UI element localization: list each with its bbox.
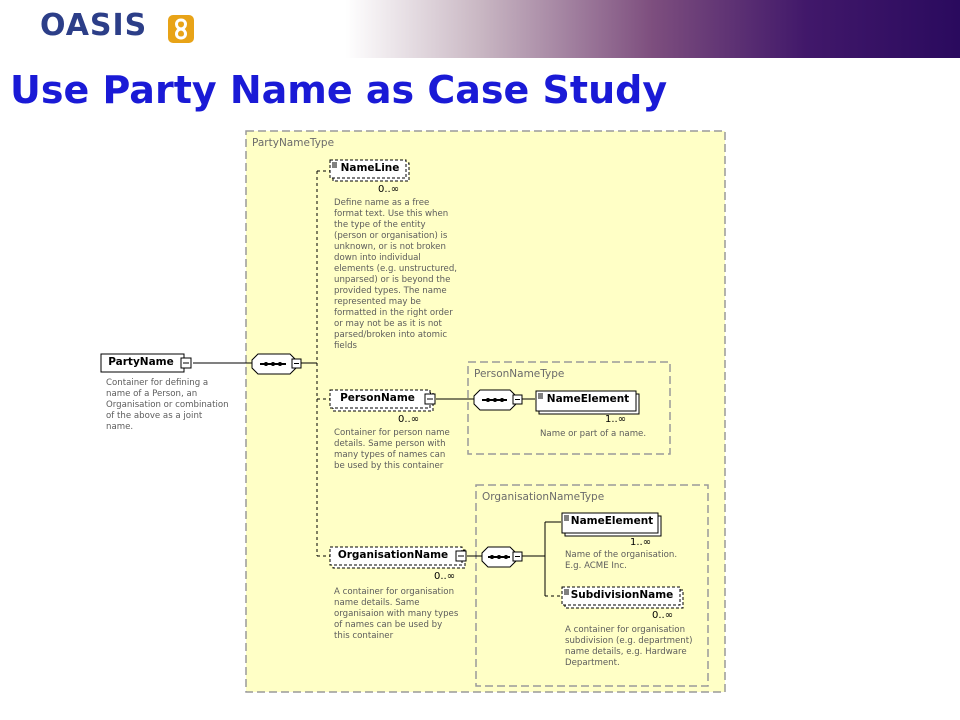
name-line-cardinality: 0..∞: [378, 184, 400, 195]
organisation-name-element-doc: Name of the organisation. E.g. ACME Inc.: [565, 550, 678, 571]
organisation-name-element-label: NameElement: [570, 515, 654, 527]
person-name-element-label: NameElement: [546, 393, 630, 405]
party-name-label: PartyName: [108, 356, 174, 368]
sequence-compositor-icon: [473, 389, 523, 411]
person-name-element-doc: Name or part of a name.: [540, 429, 647, 439]
party-name-element: [100, 353, 192, 373]
oasis-logo-text: OASIS: [40, 8, 148, 43]
party-name-type-label: PartyNameType: [252, 137, 335, 149]
organisation-name-element-child: [561, 512, 662, 537]
organisation-name-element: [329, 546, 467, 569]
header-banner: [0, 0, 960, 58]
organisation-name-label: OrganisationName: [337, 549, 449, 561]
person-name-label: PersonName: [340, 392, 415, 404]
subdivision-name-cardinality: 0..∞: [652, 610, 674, 621]
organisation-name-type-label: OrganisationNameType: [482, 491, 605, 503]
subdivision-name-element: [561, 586, 684, 609]
organisation-name-cardinality: 0..∞: [434, 571, 456, 582]
person-name-doc: Container for person name details. Same …: [334, 428, 450, 471]
organisation-name-element-cardinality: 1..∞: [630, 537, 652, 548]
name-line-element: [329, 159, 410, 182]
sequence-compositor-icon: [251, 353, 302, 375]
person-name-element: [329, 389, 436, 412]
connector-lines: [193, 170, 561, 597]
oasis-logo-icon: [168, 15, 194, 43]
slide-title: Use Party Name as Case Study: [10, 68, 668, 112]
person-name-type-label: PersonNameType: [474, 368, 565, 380]
subdivision-name-doc: A container for organisation subdivision…: [565, 625, 693, 668]
person-name-element-child: [535, 390, 640, 415]
name-line-doc: Define name as a free format text. Use t…: [334, 198, 458, 351]
sequence-compositor-icon: [481, 546, 523, 568]
person-name-cardinality: 0..∞: [398, 414, 420, 425]
party-name-doc: Container for defining a name of a Perso…: [106, 378, 229, 432]
name-line-label: NameLine: [340, 162, 400, 174]
person-name-element-cardinality: 1..∞: [605, 414, 627, 425]
subdivision-name-label: SubdivisionName: [570, 589, 674, 601]
organisation-name-doc: A container for organisation name detail…: [334, 587, 459, 641]
